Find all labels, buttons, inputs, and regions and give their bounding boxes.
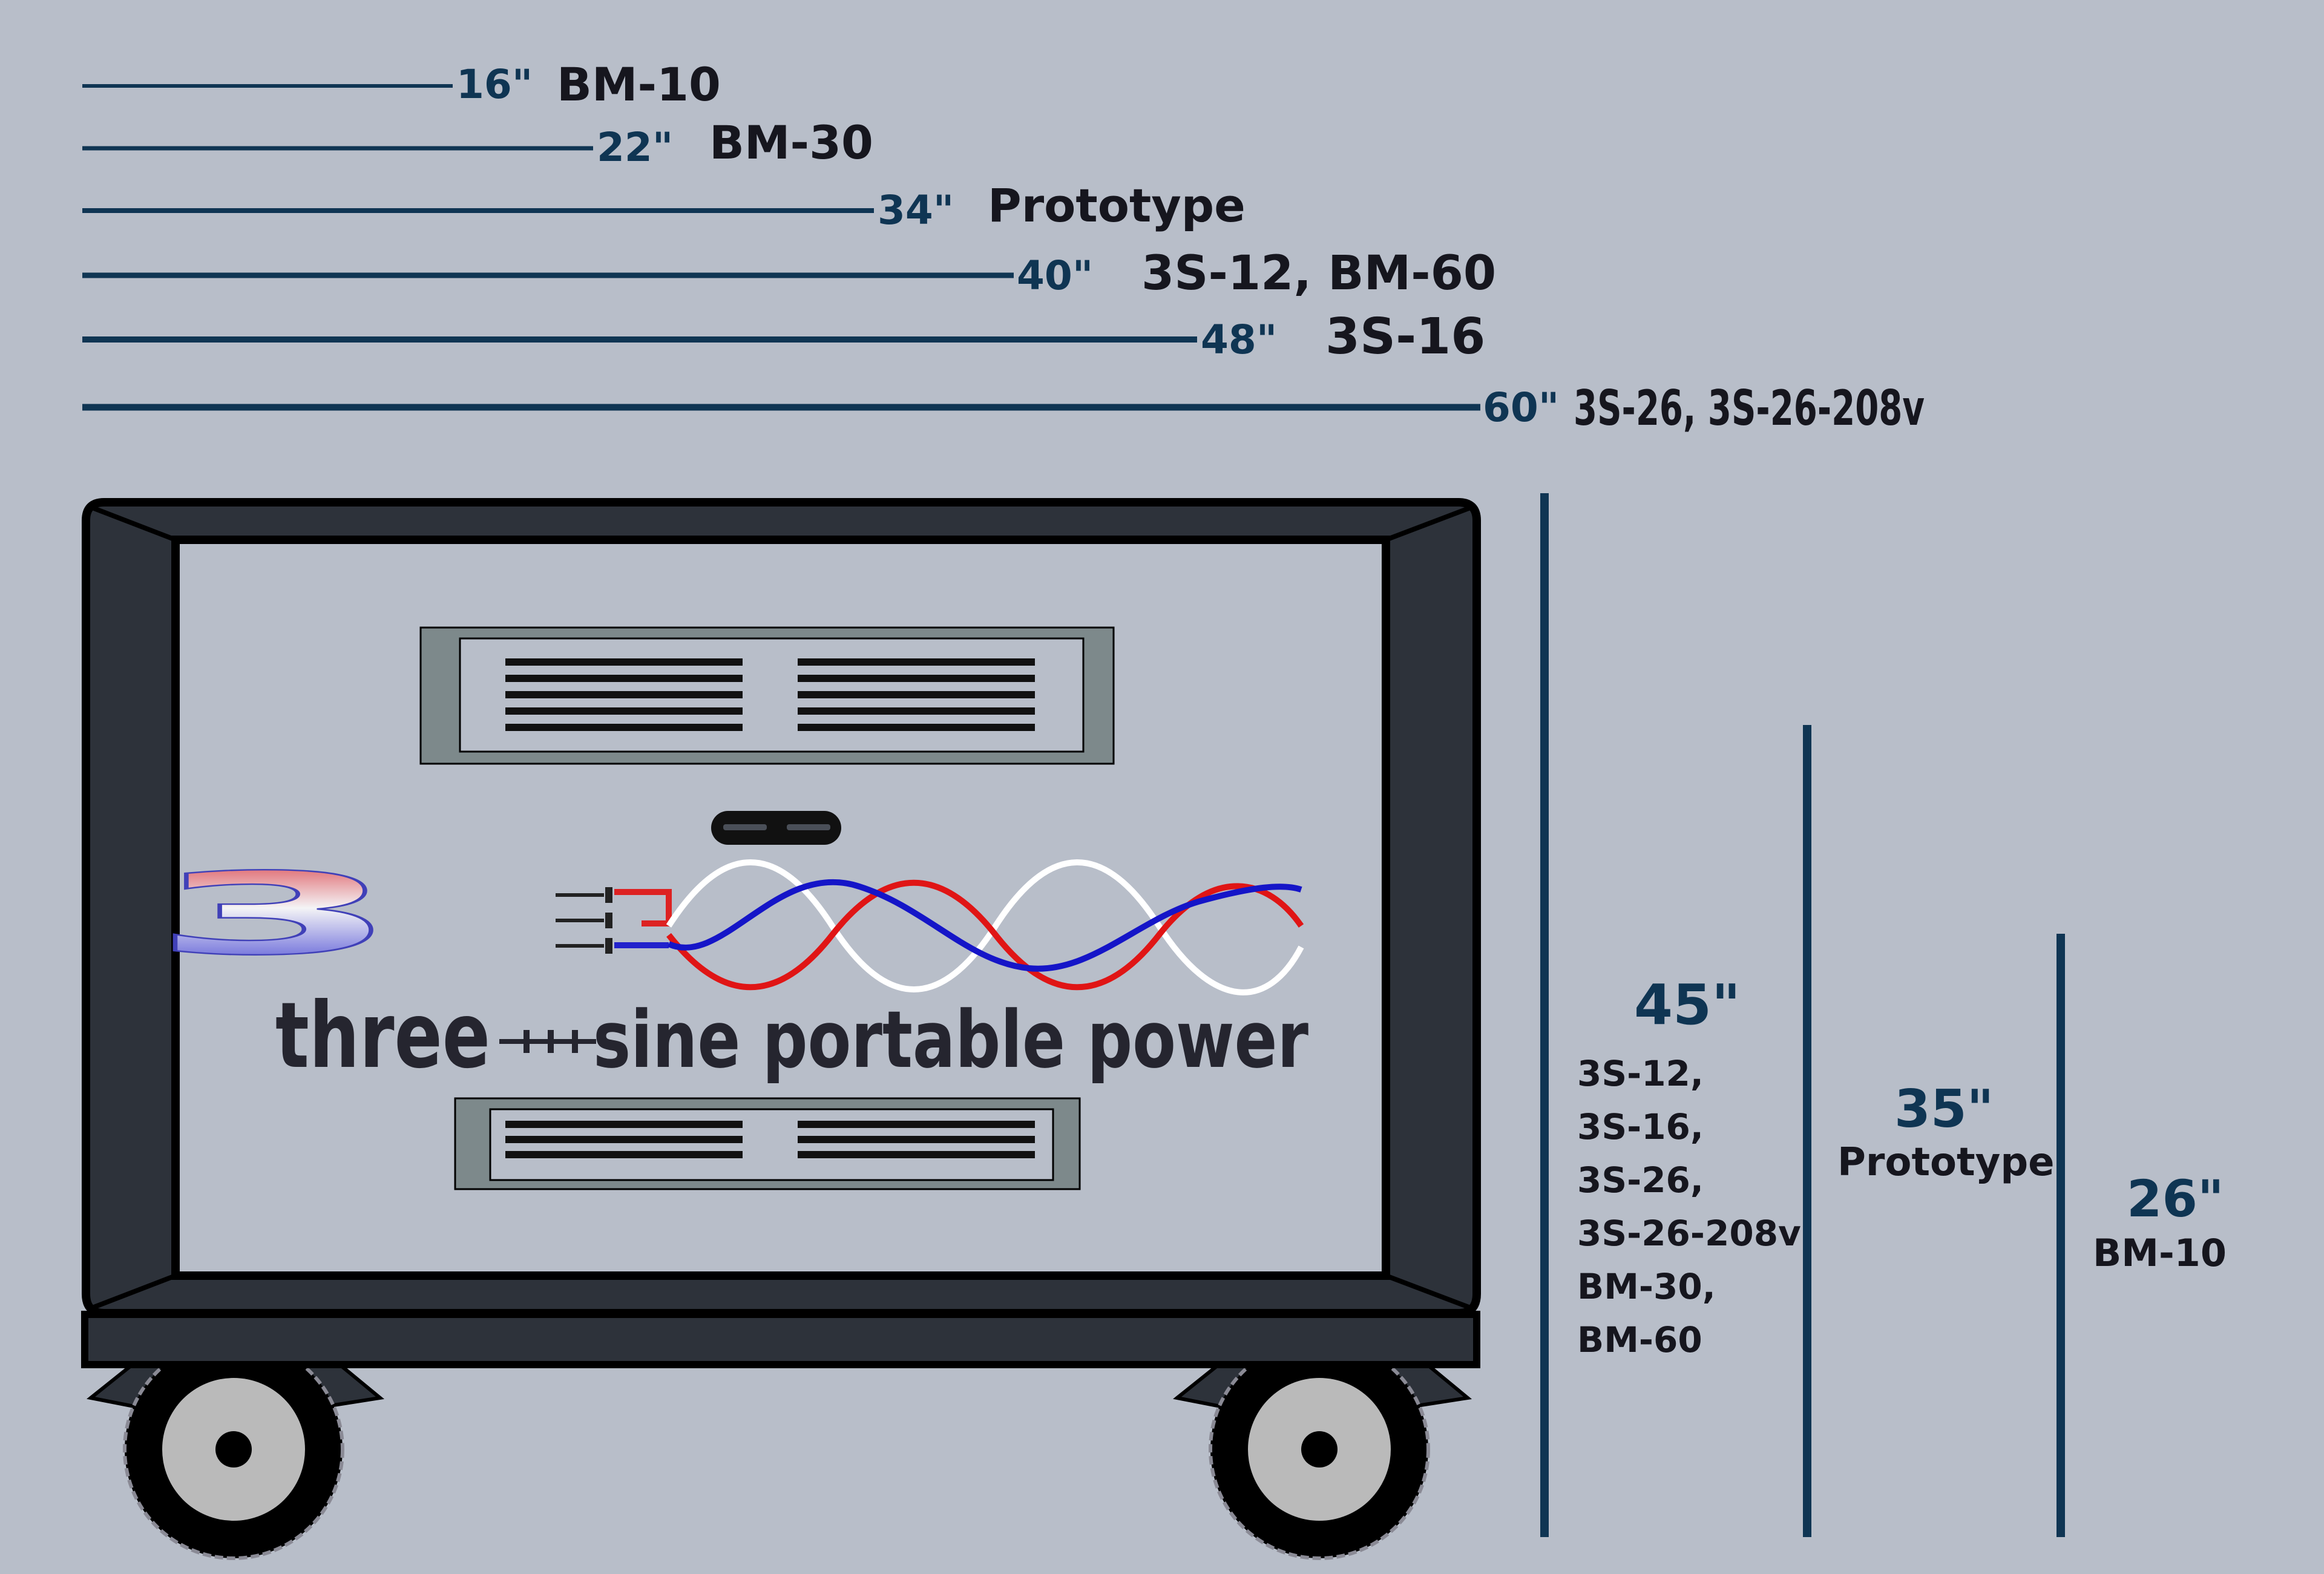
width-models: BM-10 <box>557 57 721 111</box>
height-models-45: 3S-12, 3S-16, 3S-26, 3S-26-208v BM-30, B… <box>1577 1053 1813 1360</box>
height-models-35: Prototype <box>1837 1140 2055 1185</box>
width-label: 60" <box>1483 384 1559 431</box>
logo-word-right: sine portable power <box>593 994 1308 1086</box>
logo-word-left: three <box>275 983 490 1089</box>
width-marker-34: 34" Prototype <box>82 179 1246 234</box>
width-markers: 16" BM-10 22" BM-30 34" Prototype 40" 3S… <box>82 57 1925 436</box>
vent-grille-bottom-icon <box>454 1097 1081 1190</box>
width-models: 3S-12, BM-60 <box>1141 246 1496 301</box>
three-sine-logo-icon: 3 three <box>150 848 1308 1089</box>
cabinet-bevels <box>90 505 1473 1311</box>
height-models-26: BM-10 <box>2093 1231 2227 1275</box>
sine-waves-icon <box>666 859 1304 995</box>
height-label-35: 35" <box>1894 1079 1994 1140</box>
wheel-right-icon <box>1173 1339 1472 1560</box>
height-model-45-5: BM-30, <box>1577 1266 1716 1307</box>
height-model-45-3: 3S-26, <box>1577 1159 1704 1201</box>
height-markers: 45" 3S-12, 3S-16, 3S-26, 3S-26-208v BM-3… <box>1540 493 2227 1537</box>
width-label: 48" <box>1201 316 1277 363</box>
handle-icon <box>711 811 841 845</box>
power-cart-icon: 3 three <box>81 498 1481 1560</box>
width-label: 16" <box>456 61 533 108</box>
width-marker-40: 40" 3S-12, BM-60 <box>82 246 1496 301</box>
height-label-26: 26" <box>2127 1169 2224 1228</box>
width-models: Prototype <box>988 179 1246 232</box>
width-marker-16: 16" BM-10 <box>82 57 721 111</box>
width-marker-22: 22" BM-30 <box>82 116 873 171</box>
height-model-45-6: BM-60 <box>1577 1319 1702 1360</box>
logo-numeral: 3 <box>151 849 399 980</box>
cart-base <box>81 1311 1480 1368</box>
width-label: 34" <box>878 187 954 234</box>
height-model-45-2: 3S-16, <box>1577 1106 1704 1147</box>
width-marker-48: 48" 3S-16 <box>82 308 1485 366</box>
width-label: 40" <box>1017 252 1093 299</box>
logo-connector-icon <box>556 887 612 954</box>
width-models: BM-30 <box>709 116 873 169</box>
logo-mini-connector-icon <box>499 1030 596 1053</box>
height-label-45: 45" <box>1634 972 1741 1037</box>
height-model-45-1: 3S-12, <box>1577 1053 1704 1094</box>
height-model-45-4: 3S-26-208v <box>1577 1213 1801 1254</box>
wheel-left-icon <box>87 1339 385 1560</box>
vent-grille-top-icon <box>419 626 1115 765</box>
width-label: 22" <box>597 124 673 171</box>
width-models: 3S-16 <box>1325 308 1485 366</box>
width-marker-60: 60" 3S-26, 3S-26-208v <box>82 380 1925 436</box>
width-models: 3S-26, 3S-26-208v <box>1574 380 1925 436</box>
